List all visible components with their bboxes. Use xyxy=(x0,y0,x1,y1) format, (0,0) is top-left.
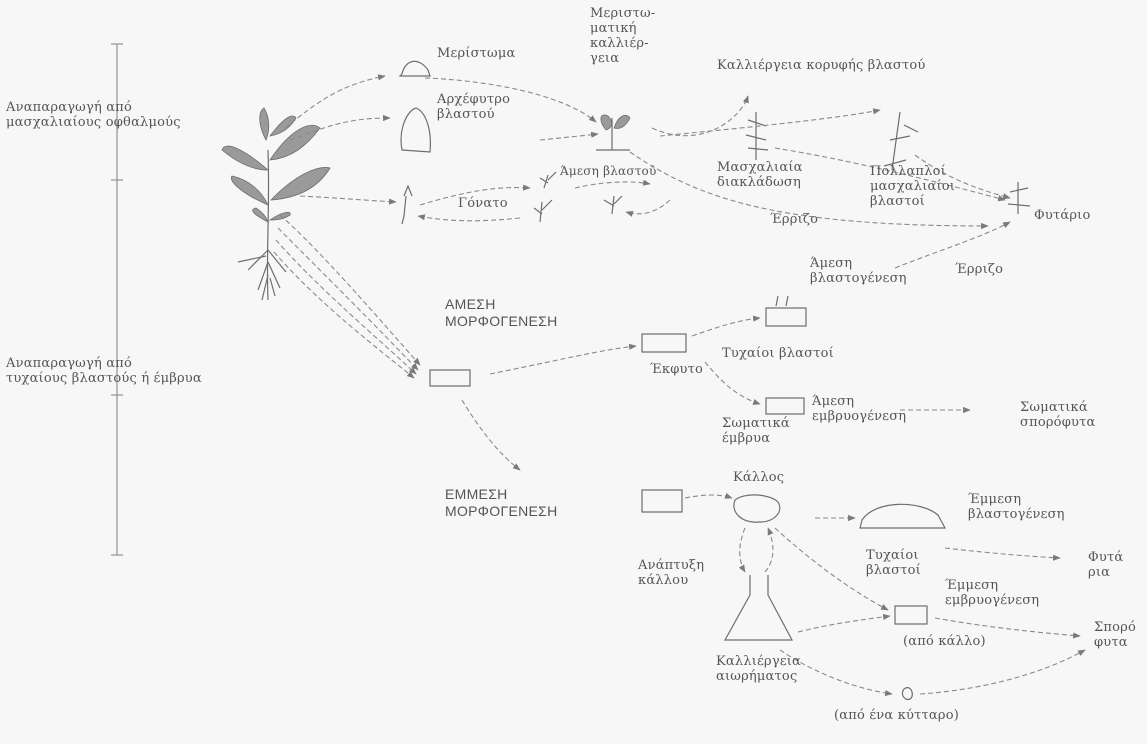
label-axillary-bud-reproduction: Αναπαραγωγή από μασχαλιαίους οφθαλμούς xyxy=(6,100,181,130)
label-meristem-culture: Μεριστω- ματική καλλιέρ- γεια xyxy=(590,6,655,66)
label-callus-growth: Ανάπτυξη κάλλου xyxy=(638,558,704,588)
shoot-tip-illustration xyxy=(401,108,430,152)
label-callus: Κάλλος xyxy=(733,470,784,485)
label-shoot-tip-culture: Καλλιέργεια κορυφής βλαστού xyxy=(717,58,926,73)
heading-direct-morphogenesis: ΑΜΕΣΗ ΜΟΡΦΟΓΕΝΕΣΗ xyxy=(445,296,558,330)
node-cutting-illustration xyxy=(402,186,412,224)
label-direct-shoot-organogenesis: Άμεση βλαστογένεση xyxy=(810,256,907,286)
label-rooting-2: Έρριζο xyxy=(955,262,1003,277)
label-indirect-shoot-organogenesis: Έμμεση βλαστογένεση xyxy=(968,492,1065,522)
label-plantlet: Φυτάριο xyxy=(1034,208,1091,223)
label-direct-shoot-small: Άμεση βλαστού xyxy=(560,164,656,179)
heading-indirect-morphogenesis: ΕΜΜΕΣΗ ΜΟΡΦΟΓΕΝΕΣΗ xyxy=(445,486,558,520)
label-meristem: Μερίστωμα xyxy=(437,46,515,61)
label-axillary-branching: Μασχαλιαία διακλάδωση xyxy=(717,160,803,190)
label-explant: Έκφυτο xyxy=(650,362,703,377)
label-somatic-seedlings: Σωματικά σπορόφυτα xyxy=(1020,400,1096,430)
label-suspension-culture: Καλλιέργεια αιωρήματος xyxy=(716,654,801,684)
mother-plant-illustration xyxy=(222,108,330,300)
label-indirect-embryogenesis: Έμμεση εμβρυογένεση xyxy=(945,578,1039,608)
label-adventitious-shoots-2: Τυχαίοι βλαστοί xyxy=(866,548,921,578)
meristem-illustration xyxy=(400,61,430,76)
label-rooting-1: Έρριζο xyxy=(770,212,818,227)
label-shoot-tip: Αρχέφυτρο βλαστού xyxy=(437,92,510,122)
label-adventitious-shoots: Τυχαίοι βλαστοί xyxy=(722,346,834,361)
label-from-single-cell: (από ένα κύτταρο) xyxy=(834,708,959,723)
label-node: Γόνατο xyxy=(458,196,508,211)
label-plantlets-partial: Φυτά ρια xyxy=(1088,550,1123,580)
label-adventitious-reproduction: Αναπαραγωγή από τυχαίους βλαστούς ή έμβρ… xyxy=(6,356,202,386)
label-somatic-embryos: Σωματικά έμβρυα xyxy=(722,416,790,446)
label-seedlings-partial: Σπορό φυτα xyxy=(1094,620,1136,650)
label-direct-embryogenesis: Άμεση εμβρυογένεση xyxy=(812,394,906,424)
label-from-callus: (από κάλλο) xyxy=(903,634,986,649)
label-multiple-axillary-shoots: Πολλαπλοί μασχαλιαίοι βλαστοί xyxy=(870,164,955,209)
